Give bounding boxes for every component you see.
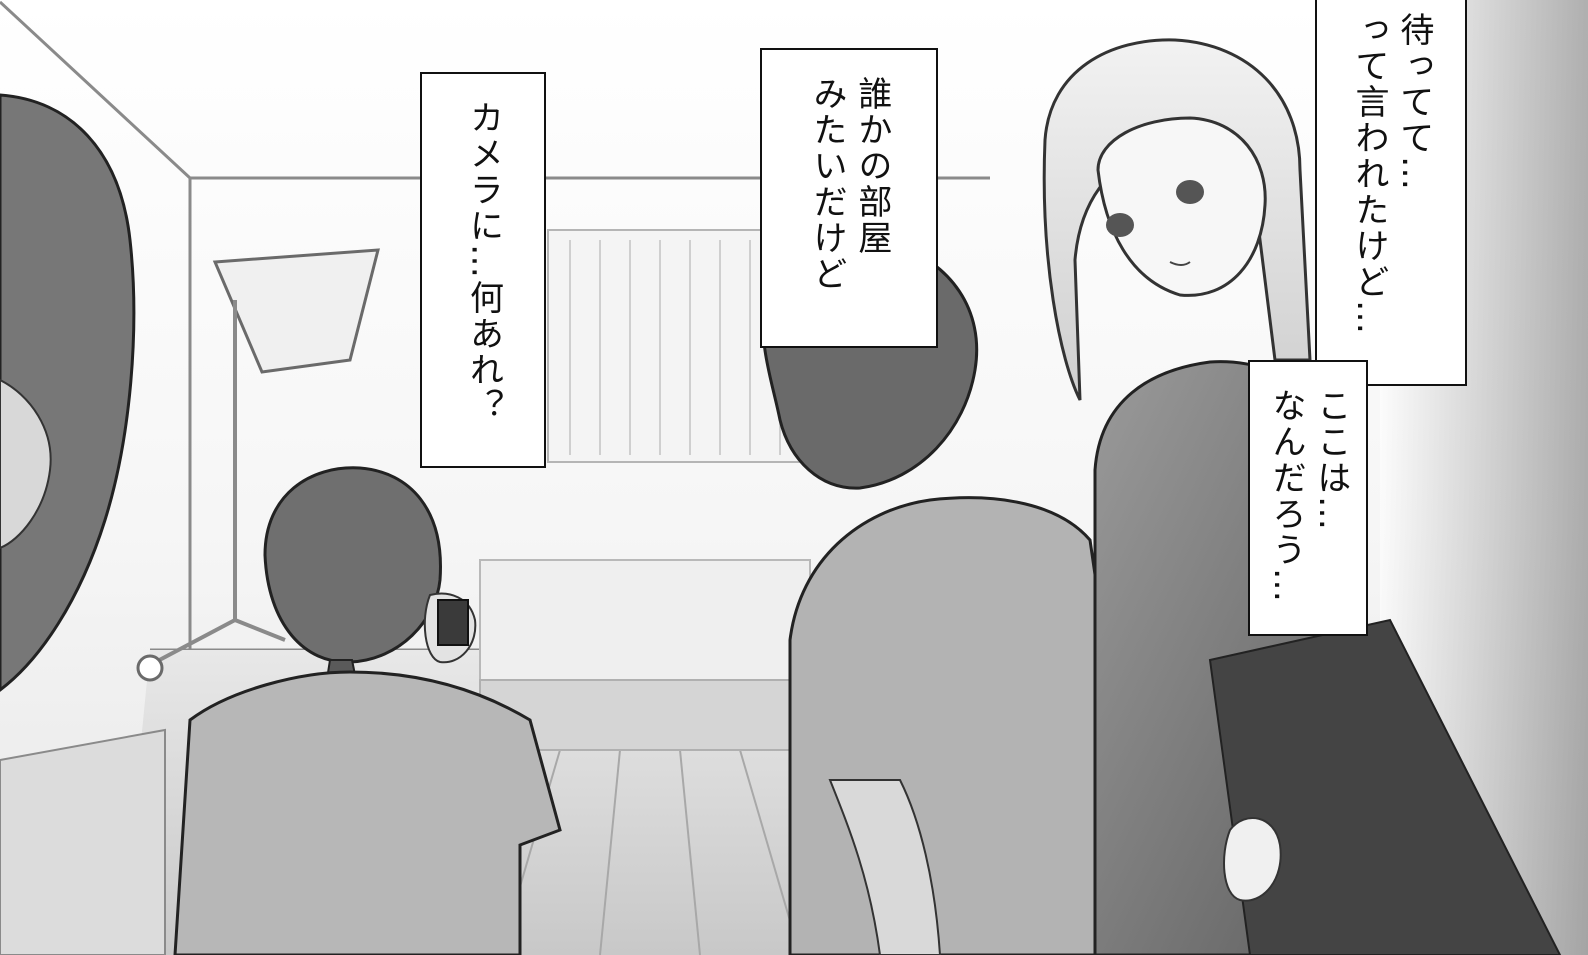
caption-waiting-text: 待ってて… って言われたけど…: [1349, 12, 1434, 336]
studio-light: [136, 248, 380, 682]
side-table: [0, 728, 166, 955]
caption-here: ここは… なんだろう…: [1248, 360, 1368, 636]
caption-room: 誰かの部屋 みたいだけど: [760, 48, 938, 348]
caption-camera-text: カメラに…何あれ？: [463, 100, 504, 424]
caption-waiting: 待ってて… って言われたけど…: [1315, 0, 1467, 386]
camera-woman: [173, 466, 562, 955]
caption-camera: カメラに…何あれ？: [420, 72, 546, 468]
caption-room-text: 誰かの部屋 みたいだけど: [807, 76, 892, 292]
left-man: [0, 93, 136, 692]
caption-here-text: ここは… なんだろう…: [1266, 388, 1351, 604]
